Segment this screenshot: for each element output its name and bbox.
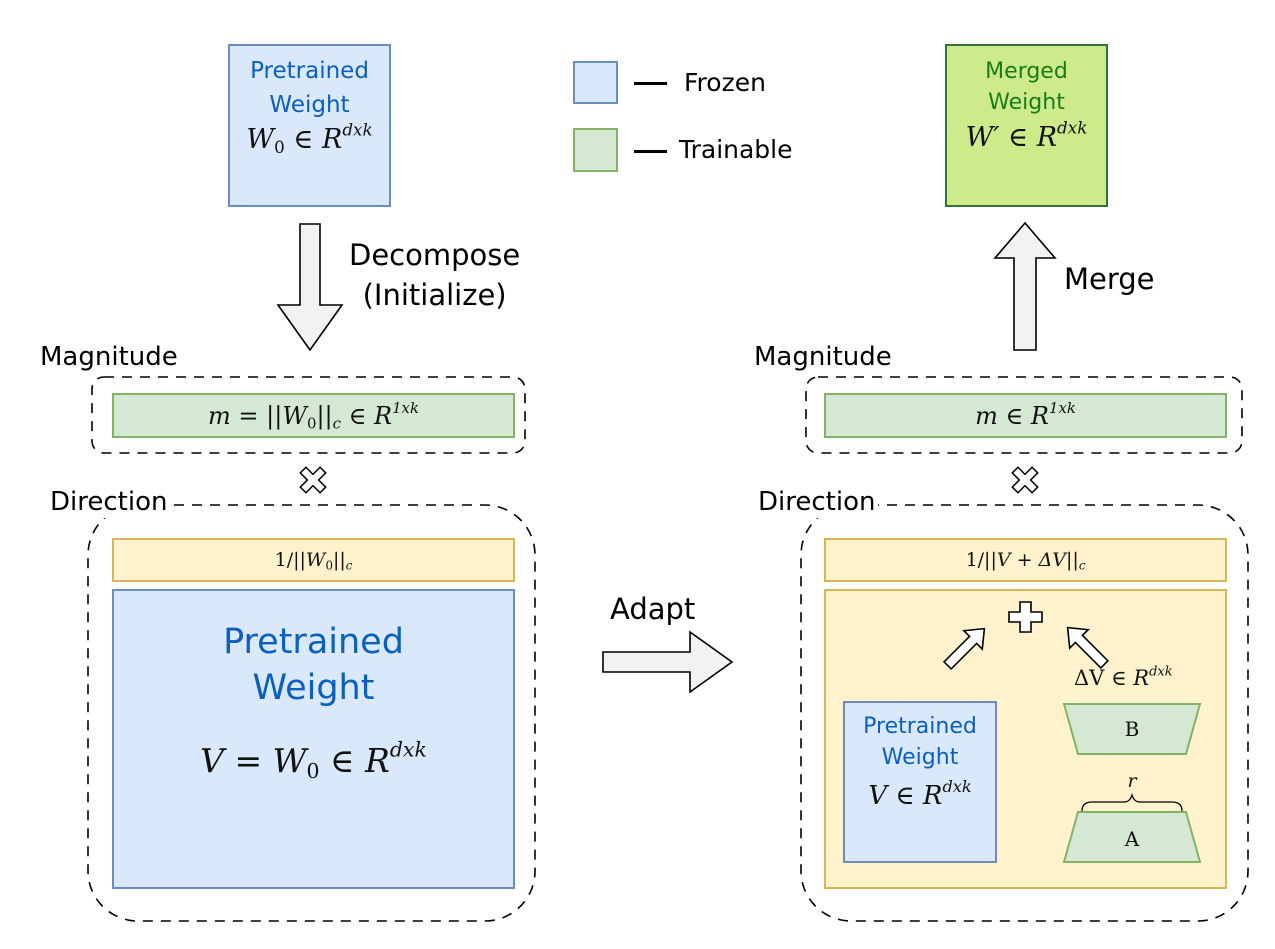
left-magnitude-group <box>91 376 526 454</box>
left-multiply-icon <box>299 466 327 494</box>
legend-frozen-label: Frozen <box>684 68 766 97</box>
right-magnitude-group <box>805 376 1243 454</box>
decompose-label: Decompose (Initialize) <box>349 235 520 315</box>
right-magnitude-formula: m ∈ R1xk <box>975 398 1076 430</box>
right-pretrained-weight-box: Pretrained Weight V ∈ Rdxk <box>843 701 997 863</box>
left-norm-formula: 1/||W0||c <box>274 549 353 573</box>
delta-v-formula: ΔV ∈ Rdxk <box>1074 664 1173 690</box>
matrix-b-label: B <box>1124 717 1140 741</box>
legend-trainable-label: Trainable <box>679 135 793 164</box>
pretrained-weight-formula: W0 ∈ Rdxk <box>246 119 373 158</box>
pretrained-weight-box: Pretrained Weight W0 ∈ Rdxk <box>228 44 391 207</box>
right-multiply-icon <box>1011 466 1039 494</box>
decompose-arrow-icon <box>276 223 344 352</box>
merged-weight-title-line2: Weight <box>988 90 1065 115</box>
matrix-a-label: A <box>1124 827 1140 851</box>
legend-trainable-swatch <box>573 128 618 172</box>
left-norm-scale: 1/||W0||c <box>112 538 515 582</box>
right-weight-title-line2: Weight <box>881 745 959 770</box>
left-weight-title-line2: Weight <box>252 668 375 708</box>
right-direction-label: Direction <box>758 487 876 517</box>
merge-label: Merge <box>1064 262 1155 296</box>
adapt-arrow-icon <box>602 630 734 694</box>
left-direction-group <box>87 504 536 922</box>
right-direction-group <box>800 504 1249 922</box>
right-weight-title-line1: Pretrained <box>863 714 977 739</box>
decompose-label-line1: Decompose <box>349 238 521 272</box>
left-magnitude-vector: m = ||W0||c ∈ R1xk <box>112 393 515 438</box>
rank-label: r <box>1127 770 1137 792</box>
adapt-label: Adapt <box>610 592 696 626</box>
right-magnitude-vector: m ∈ R1xk <box>824 393 1227 438</box>
pretrained-weight-title-line2: Weight <box>269 92 350 118</box>
merged-weight-formula: W′ ∈ Rdxk <box>965 117 1088 153</box>
legend-dash <box>634 82 667 85</box>
pretrained-weight-title-line1: Pretrained <box>250 58 369 84</box>
decompose-label-line2: (Initialize) <box>362 278 507 312</box>
merge-arrow-icon <box>993 221 1057 351</box>
merged-weight-box: Merged Weight W′ ∈ Rdxk <box>945 44 1108 207</box>
left-magnitude-label: Magnitude <box>40 342 178 372</box>
legend-frozen-swatch <box>573 61 618 104</box>
right-norm-scale: 1/||V + ΔV||c <box>824 538 1227 582</box>
left-weight-title-line1: Pretrained <box>223 622 404 662</box>
right-magnitude-label: Magnitude <box>754 342 892 372</box>
left-pretrained-weight-box: Pretrained Weight V = W0 ∈ Rdxk <box>112 589 515 889</box>
merged-weight-title-line1: Merged <box>985 59 1068 84</box>
left-direction-label: Direction <box>50 487 168 517</box>
right-norm-formula: 1/||V + ΔV||c <box>965 549 1086 573</box>
right-weight-formula: V ∈ Rdxk <box>868 776 972 811</box>
left-magnitude-formula: m = ||W0||c ∈ R1xk <box>208 398 419 432</box>
legend-dash <box>634 150 667 153</box>
left-weight-formula: V = W0 ∈ Rdxk <box>200 737 427 784</box>
